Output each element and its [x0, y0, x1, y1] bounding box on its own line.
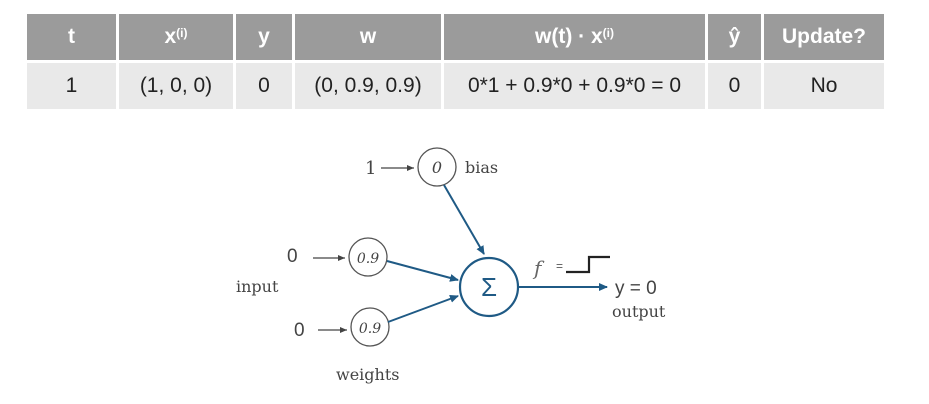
- weight2-value: 0.9: [359, 321, 381, 337]
- cell-y: 0: [236, 60, 292, 109]
- header-x: x(i): [119, 14, 233, 60]
- input-label: input: [236, 277, 279, 296]
- table-header-row: t x(i) y w w(t) · x(i) ŷ Update?: [27, 14, 884, 60]
- weight1-value: 0.9: [357, 251, 379, 267]
- cell-update: No: [764, 60, 884, 109]
- weight2-to-sum-arrow: [387, 295, 459, 323]
- header-update: Update?: [764, 14, 884, 60]
- input1-value: 0: [287, 246, 298, 267]
- weight2-node: [350, 307, 390, 347]
- weight1-to-sum-arrow: [386, 260, 459, 282]
- perceptron-table: t x(i) y w w(t) · x(i) ŷ Update? 1 (1, 0…: [24, 14, 887, 109]
- bias-input-value: 1: [365, 158, 376, 179]
- header-w: w: [295, 14, 441, 60]
- bias-to-sum-arrow: [443, 184, 485, 255]
- activation-equals: =: [556, 259, 563, 273]
- weights-label: weights: [336, 365, 399, 384]
- header-y: y: [236, 14, 292, 60]
- header-dot-product: w(t) · x(i): [444, 14, 705, 60]
- table-row: 1 (1, 0, 0) 0 (0, 0.9, 0.9) 0*1 + 0.9*0 …: [27, 60, 884, 109]
- header-y-hat: ŷ: [708, 14, 761, 60]
- perceptron-diagram: 1 0 bias 0 0.9 input 0 0.9 weights Σ f =…: [236, 147, 666, 384]
- activation-symbol: f: [532, 256, 545, 280]
- bias-weight-node: [417, 147, 457, 187]
- step-function-icon: [566, 255, 610, 274]
- cell-y-hat: 0: [708, 60, 761, 109]
- cell-t: 1: [27, 60, 116, 109]
- weight1-node: [348, 237, 388, 277]
- cell-w: (0, 0.9, 0.9): [295, 60, 441, 109]
- sum-symbol: Σ: [481, 272, 497, 302]
- bias-weight-value: 0: [432, 158, 442, 177]
- output-label: output: [612, 302, 666, 321]
- header-t: t: [27, 14, 116, 60]
- input2-value: 0: [294, 320, 305, 341]
- output-value: y = 0: [615, 278, 657, 299]
- cell-dot-product: 0*1 + 0.9*0 + 0.9*0 = 0: [444, 60, 705, 109]
- cell-x: (1, 0, 0): [119, 60, 233, 109]
- bias-label: bias: [465, 158, 498, 177]
